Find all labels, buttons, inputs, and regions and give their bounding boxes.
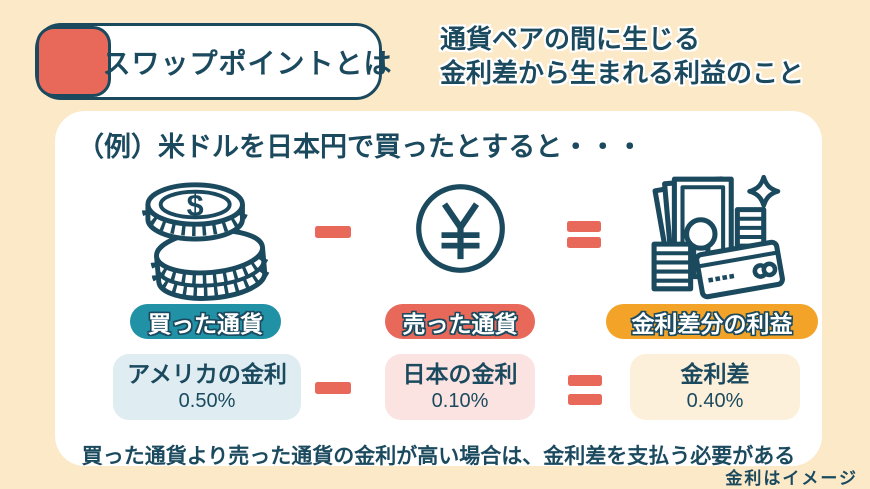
rate-diff-value: 0.40% bbox=[686, 389, 744, 412]
jp-rate-value: 0.10% bbox=[431, 389, 489, 412]
badge-red-square bbox=[36, 26, 111, 97]
equals-icon bbox=[567, 221, 601, 232]
equals-icon bbox=[568, 375, 602, 386]
example-title: （例）米ドルを日本円で買ったとすると・・・ bbox=[77, 132, 644, 162]
description-line-2: 金利差から生まれる利益のこと bbox=[440, 58, 805, 88]
yen-circle-icon bbox=[416, 184, 505, 273]
header-description: 通貨ペアの間に生じる 金利差から生まれる利益のこと bbox=[440, 22, 804, 90]
rate-diff-profit-pill: 金利差分の利益 bbox=[606, 304, 818, 339]
description-line-1: 通貨ペアの間に生じる bbox=[440, 24, 701, 54]
example-card: （例）米ドルを日本円で買ったとすると・・・ $ bbox=[55, 111, 822, 468]
svg-text:$: $ bbox=[187, 188, 204, 222]
rate-diff-box: 金利差 0.40% bbox=[630, 354, 800, 420]
bought-currency-pill: 買った通貨 bbox=[130, 304, 281, 339]
title-badge: スワップポイントとは bbox=[35, 23, 393, 100]
credit-text: 金利はイメージ bbox=[725, 469, 858, 488]
us-rate-value: 0.50% bbox=[178, 389, 236, 412]
equals-icon bbox=[567, 237, 601, 248]
page-title: スワップポイントとは bbox=[102, 47, 393, 79]
minus-icon bbox=[315, 382, 351, 394]
dollar-coins-icon: $ bbox=[142, 182, 271, 301]
jp-rate-label: 日本の金利 bbox=[402, 361, 518, 388]
sold-currency-pill: 売った通貨 bbox=[385, 304, 535, 339]
jp-rate-box: 日本の金利 0.10% bbox=[385, 354, 535, 420]
us-rate-label: アメリカの金利 bbox=[127, 361, 287, 388]
rate-diff-label: 金利差 bbox=[680, 361, 750, 388]
equals-icon bbox=[568, 394, 602, 405]
note-text: 買った通貨より売った通貨の金利が高い場合は、金利差を支払う必要がある bbox=[81, 445, 796, 468]
money-profit-icon bbox=[651, 174, 785, 300]
minus-icon bbox=[315, 226, 351, 238]
us-rate-box: アメリカの金利 0.50% bbox=[113, 354, 301, 420]
